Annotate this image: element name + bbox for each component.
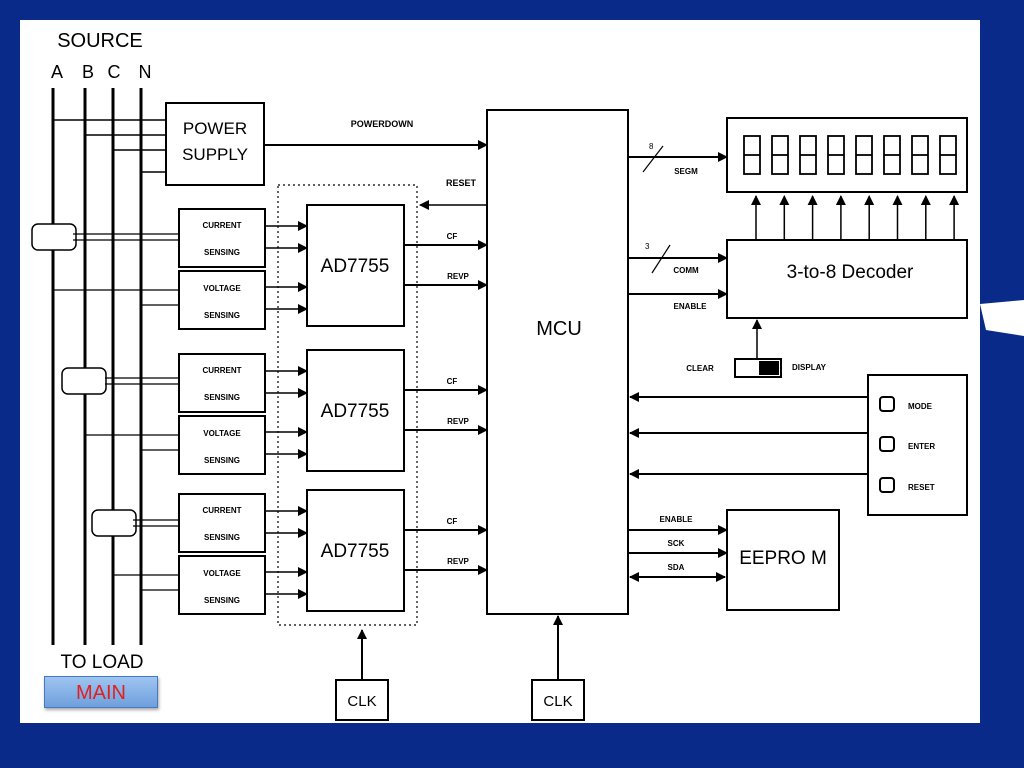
ad7755-label: AD7755 — [321, 256, 390, 277]
ad7755-label: AD7755 — [321, 401, 390, 422]
eeprom-sck-label: SCK — [668, 539, 685, 548]
cf-label: CF — [447, 232, 458, 241]
to-load-label: TO LOAD — [60, 652, 143, 673]
decoder-label: 3-to-8 Decoder — [787, 262, 914, 283]
current-sensing-label-2: SENSING — [204, 393, 240, 402]
power-supply-box — [165, 102, 265, 186]
switch-display-label: DISPLAY — [792, 363, 827, 372]
current-sensing-box — [178, 493, 266, 553]
current-sensing-label-1: CURRENT — [202, 221, 241, 230]
display-box — [726, 117, 968, 193]
voltage-sensing-box — [178, 555, 266, 615]
ct-phase-a — [31, 223, 77, 251]
current-transformers — [31, 223, 137, 537]
clk-box-mcu — [531, 679, 585, 721]
eeprom-sda-label: SDA — [668, 563, 685, 572]
digit-select-arrows — [751, 195, 960, 240]
voltage-sensing-label-1: VOLTAGE — [203, 429, 241, 438]
current-sensing-label-1: CURRENT — [202, 366, 241, 375]
current-sensing-box — [178, 353, 266, 413]
slide-edge-mark — [980, 300, 1024, 336]
switch-knob — [759, 361, 779, 375]
common-bus-width: 3 — [645, 242, 650, 251]
voltage-sensing-box — [178, 270, 266, 330]
voltage-sensing-label-1: VOLTAGE — [203, 569, 241, 578]
sensing-block-1: CURRENT SENSING VOLTAGE SENSING AD7755 CF REVP — [53, 204, 488, 330]
key-reset-label: RESET — [908, 483, 935, 492]
power-supply-label-2: SUPPLY — [182, 145, 248, 164]
reset-signal-label: RESET — [446, 178, 477, 188]
seven-segment-digits — [743, 135, 957, 175]
sensing-block-2: CURRENT SENSING VOLTAGE SENSING AD7755 CF REVP — [85, 349, 488, 475]
main-button[interactable]: MAIN — [44, 676, 158, 708]
voltage-sensing-label-1: VOLTAGE — [203, 284, 241, 293]
segment-bus-label: SEGM — [674, 167, 698, 176]
energy-meter-block-diagram: SOURCE A B C N POWER SUPPLY POWERDOWN RE… — [31, 30, 968, 721]
power-supply-feeds — [53, 119, 166, 173]
ad7755-box — [306, 349, 405, 472]
keypad-keys: MODE ENTER RESET — [629, 392, 935, 493]
eeprom-box — [726, 509, 840, 611]
current-sensing-label-2: SENSING — [204, 533, 240, 542]
phase-a-label: A — [51, 62, 63, 82]
phase-n-label: N — [139, 62, 152, 82]
voltage-sensing-label-2: SENSING — [204, 311, 240, 320]
revp-label: REVP — [447, 272, 469, 281]
eeprom-enable-label: ENABLE — [660, 515, 694, 524]
key-enter-button[interactable] — [879, 436, 895, 452]
eeprom-label: EEPRO M — [739, 548, 827, 569]
key-mode-button[interactable] — [879, 396, 895, 412]
clk-label-mcu: CLK — [543, 693, 572, 710]
voltage-sensing-box — [178, 415, 266, 475]
phase-b-label: B — [82, 62, 94, 82]
mcu-box — [486, 109, 629, 615]
current-sensing-label-2: SENSING — [204, 248, 240, 257]
phase-lines — [51, 88, 143, 645]
revp-label: REVP — [447, 557, 469, 566]
current-sensing-label-1: CURRENT — [202, 506, 241, 515]
key-mode-label: MODE — [908, 402, 933, 411]
decoder-enable-label: ENABLE — [674, 302, 708, 311]
segment-bus-width: 8 — [649, 142, 654, 151]
segment-bus-slash — [642, 145, 664, 173]
common-bus-label: COMM — [673, 266, 699, 275]
ad7755-label: AD7755 — [321, 541, 390, 562]
voltage-sensing-label-2: SENSING — [204, 596, 240, 605]
sensing-block-3: CURRENT SENSING VOLTAGE SENSING AD7755 CF REVP — [113, 489, 488, 615]
decoder-box — [726, 239, 968, 319]
clk-box-adc — [335, 679, 389, 721]
common-bus-slash — [651, 244, 671, 274]
current-sensing-box — [178, 208, 266, 268]
key-enter-label: ENTER — [908, 442, 935, 451]
key-reset-button[interactable] — [879, 477, 895, 493]
mcu-label: MCU — [536, 318, 582, 340]
ct-phase-c — [91, 509, 137, 537]
ad7755-box — [306, 489, 405, 612]
keypad-box — [867, 374, 968, 516]
revp-label: REVP — [447, 417, 469, 426]
diagram-canvas: SOURCE A B C N POWER SUPPLY POWERDOWN RE… — [20, 20, 980, 723]
cf-label: CF — [447, 517, 458, 526]
phase-c-label: C — [108, 62, 121, 82]
sensing-blocks: CURRENTSENSINGVOLTAGESENSINGAD7755CFREVP… — [53, 204, 488, 615]
ad7755-box — [306, 204, 405, 327]
voltage-sensing-label-2: SENSING — [204, 456, 240, 465]
source-title: SOURCE — [57, 30, 143, 52]
ct-phase-b — [61, 367, 107, 395]
switch-clear-label: CLEAR — [686, 364, 714, 373]
cf-label: CF — [447, 377, 458, 386]
power-supply-label-1: POWER — [183, 119, 247, 138]
powerdown-label: POWERDOWN — [351, 119, 414, 129]
clk-label-adc: CLK — [347, 693, 376, 710]
